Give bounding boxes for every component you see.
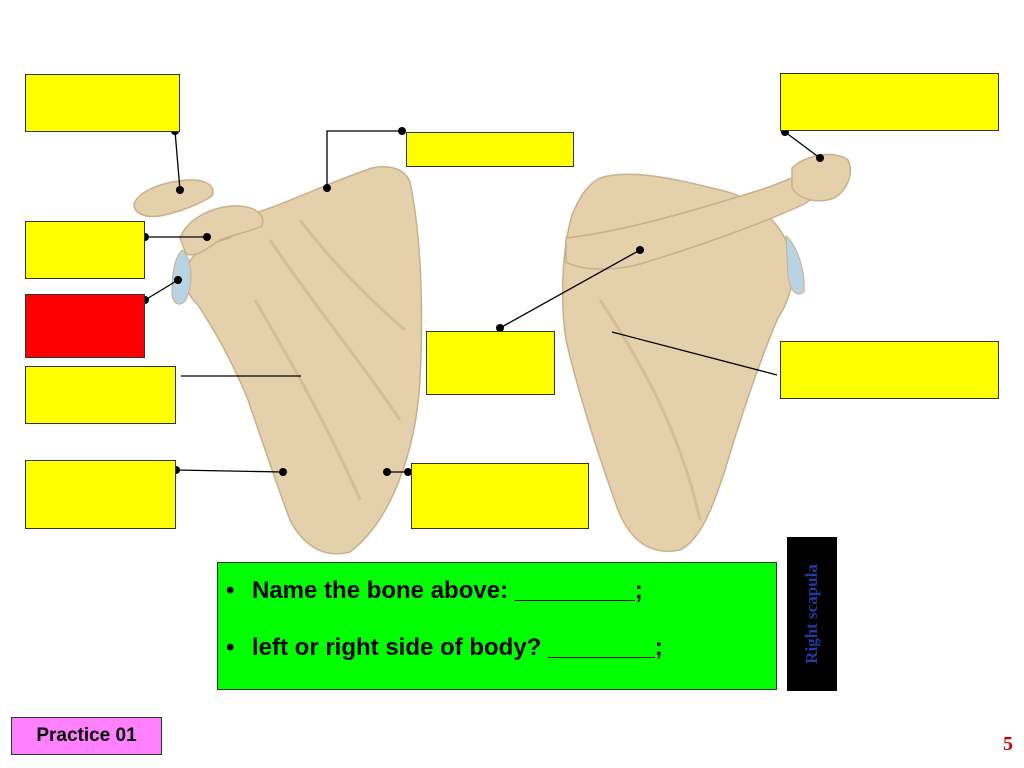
label-box-2[interactable] xyxy=(406,132,574,167)
question-text: Name the bone above: _________; xyxy=(252,577,643,604)
label-box-3[interactable] xyxy=(25,221,145,279)
label-box-7[interactable] xyxy=(411,463,589,529)
pointer-dot xyxy=(496,324,504,332)
pointer-dot xyxy=(323,184,331,192)
leader-line-8 xyxy=(499,249,641,329)
pointer-dot xyxy=(176,186,184,194)
question-body-side: • left or right side of body? ________; xyxy=(226,634,776,662)
leader-line-4 xyxy=(144,279,179,301)
label-box-9[interactable] xyxy=(780,73,999,131)
label-box-8[interactable] xyxy=(426,331,555,395)
leader-line-9 xyxy=(784,131,821,159)
glenoid-cavity-posterior xyxy=(785,234,805,295)
question-text: left or right side of body? ________; xyxy=(252,634,663,661)
leader-line-1 xyxy=(174,130,181,191)
pointer-dot xyxy=(203,233,211,241)
bullet: • xyxy=(226,577,235,604)
subscapular-fossa-ridges xyxy=(253,219,406,501)
glenoid-cavity xyxy=(171,249,192,305)
coracoid-process xyxy=(179,205,264,256)
label-box-1[interactable] xyxy=(25,74,180,132)
label-box-6[interactable] xyxy=(25,460,176,529)
answer-text: Right scapula xyxy=(802,564,821,664)
scapula-anterior-view xyxy=(133,166,423,555)
infraspinous-fossa-shading xyxy=(598,299,702,521)
practice-label: Practice 01 xyxy=(11,717,162,755)
leader-line-2 xyxy=(326,130,402,188)
question-box: • Name the bone above: _________; • left… xyxy=(217,562,777,690)
label-box-10[interactable] xyxy=(780,341,999,399)
acromion-anterior xyxy=(133,179,214,218)
pointer-dot xyxy=(816,154,824,162)
scapula-posterior-view xyxy=(561,153,852,552)
leader-line-10 xyxy=(611,331,778,376)
label-box-4[interactable] xyxy=(25,294,145,358)
pointer-dot xyxy=(636,246,644,254)
leader-line-6 xyxy=(175,469,284,473)
page-number: 5 xyxy=(1003,733,1013,755)
pointer-dot xyxy=(404,468,412,476)
answer-tag: Right scapula xyxy=(787,537,837,691)
label-box-5[interactable] xyxy=(25,366,176,424)
question-name-bone: • Name the bone above: _________; xyxy=(226,577,776,605)
pointer-dot xyxy=(398,127,406,135)
pointer-dot xyxy=(279,468,287,476)
scapula-body-anterior xyxy=(184,166,423,555)
pointer-dot xyxy=(174,276,182,284)
bullet: • xyxy=(226,634,235,661)
pointer-dot xyxy=(383,468,391,476)
